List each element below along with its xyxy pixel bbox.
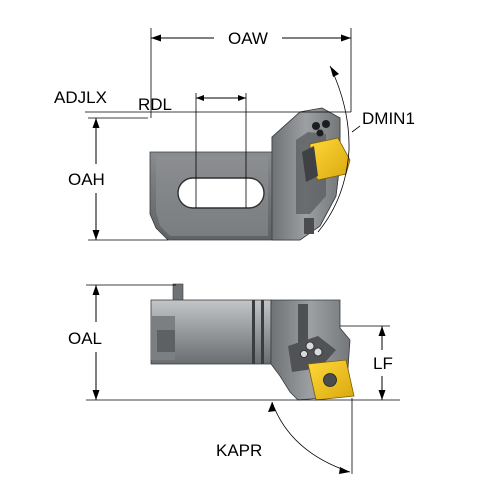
label-lf: LF (373, 354, 393, 373)
adjust-slot (177, 177, 265, 209)
top-view (149, 107, 351, 241)
label-adjlx: ADJLX (54, 88, 107, 107)
screw-icon (313, 347, 323, 357)
top-head-groove (304, 218, 314, 234)
label-kapr: KAPR (216, 441, 262, 460)
top-insert-clamp (302, 146, 318, 182)
side-view (150, 283, 355, 401)
side-groove (261, 300, 264, 364)
label-dmin1: DMIN1 (362, 109, 415, 128)
screw-icon (312, 122, 320, 130)
screw-icon (300, 350, 308, 358)
screw-icon (305, 341, 315, 351)
dimensions (85, 28, 400, 474)
screw-icon (316, 129, 324, 137)
insert-hole (323, 373, 337, 387)
label-oah: OAH (68, 170, 105, 189)
label-oal: OAL (68, 329, 102, 348)
side-step-inner (157, 330, 175, 352)
side-screw (172, 283, 184, 303)
side-groove (252, 300, 255, 364)
label-oaw: OAW (228, 29, 268, 48)
label-rdl: RDL (138, 95, 172, 114)
screw-icon (322, 120, 330, 128)
side-head-slot (298, 304, 308, 344)
